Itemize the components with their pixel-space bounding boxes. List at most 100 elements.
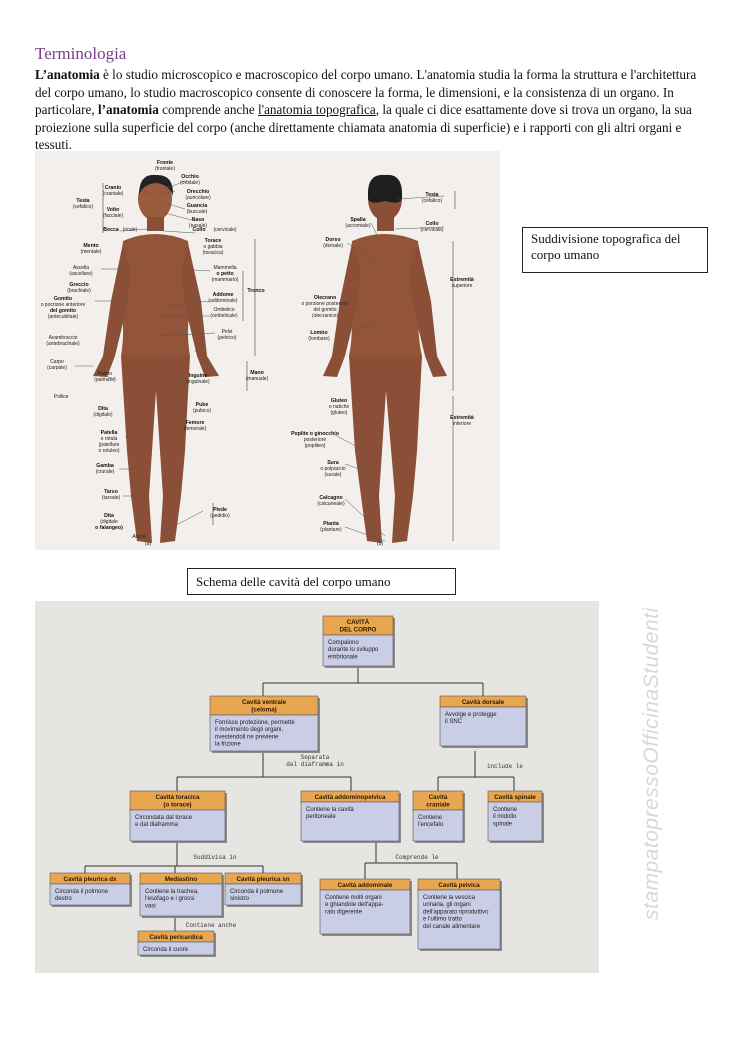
back-label: Gluteo <box>331 398 347 404</box>
back-label: (plantare) <box>320 527 342 533</box>
front-label: (addominale) <box>208 298 238 304</box>
front-label: (digitale) <box>93 412 113 418</box>
watermark: stampatopressoOfficinaStudenti <box>640 607 663 920</box>
front-label: Ombelico <box>213 307 234 313</box>
front-label: (digitale <box>100 519 118 525</box>
back-label: Testa <box>425 192 438 198</box>
front-label: Tarso <box>104 489 118 495</box>
node-text: e dal diaframma <box>135 822 179 828</box>
front-label: Tronco <box>247 288 264 294</box>
front-label: Carpo <box>50 359 64 365</box>
anatomy-svg: Fronte(frontale)Occhio(orbitale)Cranio(c… <box>41 160 474 547</box>
leader-line <box>163 230 196 234</box>
node-title: Cavità pleurica dx <box>64 876 118 883</box>
front-label: Mano <box>250 370 264 376</box>
leader-line <box>352 370 376 405</box>
front-label: (pedidio) <box>210 513 230 519</box>
back-label: o natiche <box>329 404 350 410</box>
node-text: la frizione <box>215 742 241 748</box>
node-body <box>439 706 527 747</box>
node-text: e ghiandole dell'appa- <box>325 902 384 908</box>
node-text: destro <box>55 896 72 902</box>
node-body <box>319 889 411 935</box>
node-text: rato digerente <box>325 909 363 915</box>
node-body <box>322 634 394 667</box>
front-label: Bocca <box>103 227 119 233</box>
back-label: Calcagno <box>319 495 342 501</box>
node-text: urinaria, gli organi <box>423 902 471 908</box>
front-label: Addome <box>213 292 234 298</box>
node-title: Cavità pleurica sn <box>237 876 290 883</box>
back-label: inferiore <box>453 421 471 427</box>
front-label: Collo <box>193 227 206 233</box>
leader-line <box>164 510 204 532</box>
front-label: Ascella <box>73 265 89 271</box>
front-label: Naso <box>192 217 205 223</box>
leader-line <box>124 435 141 438</box>
front-label: Greccio <box>69 282 88 288</box>
node-title: Cavità toracica <box>155 794 200 801</box>
back-label: (cervicale) <box>420 227 443 233</box>
back-label: superiore <box>452 283 473 289</box>
leader-line <box>161 190 176 196</box>
node-body <box>49 883 131 906</box>
back-label: posteriore <box>304 437 326 443</box>
edge-label: Comprende le <box>395 854 439 861</box>
front-label: Dita <box>98 406 108 412</box>
front-label: (carpale) <box>47 365 67 371</box>
front-label: Fronte <box>157 160 173 166</box>
front-label: Palmo <box>98 371 112 377</box>
node-body <box>139 883 223 917</box>
front-label: Pube <box>196 402 209 408</box>
front-label: (brachiale) <box>67 288 91 294</box>
node-body <box>137 941 215 956</box>
node-text: Circonda il polmone <box>230 889 284 895</box>
front-body <box>93 174 219 543</box>
front-label: (mentale) <box>80 249 101 255</box>
front-label: (patellare <box>99 442 120 448</box>
leader-line <box>394 226 445 230</box>
back-label: del gomito <box>313 307 336 313</box>
front-labels: Fronte(frontale)Occhio(orbitale)Cranio(c… <box>41 160 269 547</box>
front-label: Cranio <box>105 185 121 191</box>
leader-line <box>194 350 219 375</box>
front-label: Pollice <box>54 394 69 400</box>
node-title: Cavità addominale <box>338 882 393 889</box>
node-title: CAVITÀ <box>347 619 370 626</box>
front-label: Testa <box>76 198 89 204</box>
leader-line <box>346 242 376 262</box>
front-label: (crurale) <box>96 469 115 475</box>
front-label: (manuale) <box>246 376 269 382</box>
connector-lines <box>84 666 515 931</box>
term-anatomia-topografica: l'anatomia topografica <box>258 102 376 118</box>
back-label: (calcaneale) <box>317 501 345 507</box>
front-label: (auricolare) <box>185 195 211 201</box>
leader-line <box>344 463 366 472</box>
leader-line <box>344 498 386 537</box>
node-text: durante lo sviluppo <box>328 647 379 653</box>
node-text: e l'ultimo tratto <box>423 917 462 923</box>
leader-line <box>344 526 386 542</box>
edge-label: dal diaframma in <box>286 761 344 768</box>
back-label: (gluteo) <box>331 410 348 416</box>
node-body <box>417 889 501 950</box>
node-text: Contiene molti organi <box>325 895 382 901</box>
back-label: Estremità <box>450 415 474 421</box>
front-label: (inguinale) <box>186 379 210 385</box>
leader-line <box>164 212 196 222</box>
leader-line <box>179 268 211 272</box>
node-text: Circonda il cuore <box>143 947 189 953</box>
front-label: Torace <box>205 238 222 244</box>
front-label: (cervicale) <box>213 227 236 233</box>
front-label: o rotula <box>101 436 118 442</box>
node-text: Contiene la trachea, <box>145 889 199 895</box>
front-label: (palmare) <box>94 377 116 383</box>
back-label: (b) <box>377 541 383 547</box>
